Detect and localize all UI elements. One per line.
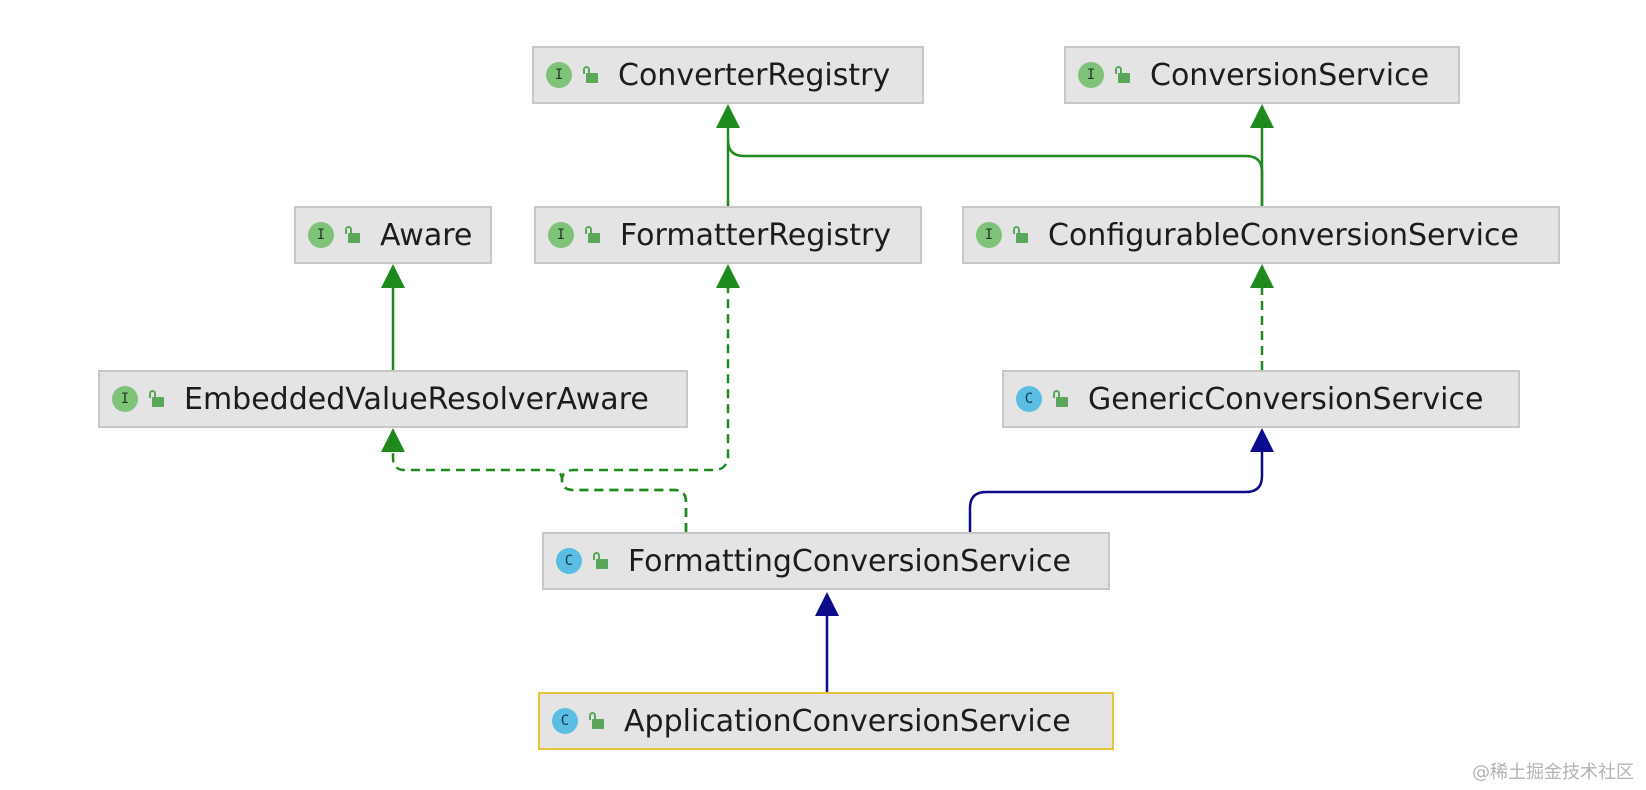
node-converterregistry[interactable]: I ConverterRegistry — [532, 46, 924, 104]
node-configurableconversionservice[interactable]: I ConfigurableConversionService — [962, 206, 1560, 264]
node-embeddedvalueresolveraware[interactable]: I EmbeddedValueResolverAware — [98, 370, 688, 428]
open-lock-icon — [344, 226, 360, 244]
node-conversionservice[interactable]: I ConversionService — [1064, 46, 1460, 104]
open-lock-icon — [1114, 66, 1130, 84]
arrowhead-conversionservice — [1250, 104, 1274, 128]
interface-icon: I — [548, 222, 574, 248]
open-lock-icon — [592, 552, 608, 570]
open-lock-icon — [1012, 226, 1028, 244]
node-applicationconversionservice[interactable]: C ApplicationConversionService — [538, 692, 1114, 750]
open-lock-icon — [148, 390, 164, 408]
node-formatterregistry[interactable]: I FormatterRegistry — [534, 206, 922, 264]
interface-icon: I — [112, 386, 138, 412]
arrowhead-formatting — [815, 592, 839, 616]
arrowhead-generic — [1250, 428, 1274, 452]
arrowhead-configurable — [1250, 264, 1274, 288]
interface-icon: I — [308, 222, 334, 248]
open-lock-icon — [588, 712, 604, 730]
node-label: Aware — [380, 217, 473, 253]
node-aware[interactable]: I Aware — [294, 206, 492, 264]
watermark: @稀土掘金技术社区 — [1472, 762, 1634, 783]
arrowhead-embeddedvalueresolveraware — [381, 428, 405, 452]
class-icon: C — [556, 548, 582, 574]
open-lock-icon — [584, 226, 600, 244]
node-label: ConversionService — [1150, 57, 1430, 93]
interface-icon: I — [1078, 62, 1104, 88]
node-label: GenericConversionService — [1088, 381, 1484, 417]
node-formattingconversionservice[interactable]: C FormattingConversionService — [542, 532, 1110, 590]
arrowhead-converterregistry — [716, 104, 740, 128]
node-label: ConfigurableConversionService — [1048, 217, 1519, 253]
class-icon: C — [1016, 386, 1042, 412]
node-label: ApplicationConversionService — [624, 703, 1071, 739]
node-label: ConverterRegistry — [618, 57, 891, 93]
node-label: EmbeddedValueResolverAware — [184, 381, 649, 417]
interface-icon: I — [976, 222, 1002, 248]
edge-formatting-to-embeddedvalueresolveraware — [391, 450, 688, 532]
node-label: FormatterRegistry — [620, 217, 892, 253]
node-label: FormattingConversionService — [628, 543, 1071, 579]
node-genericconversionservice[interactable]: C GenericConversionService — [1002, 370, 1520, 428]
arrowhead-aware — [381, 264, 405, 288]
class-icon: C — [552, 708, 578, 734]
open-lock-icon — [1052, 390, 1068, 408]
edge-configurable-to-converterregistry — [726, 139, 1264, 206]
edge-formatting-to-generic — [968, 450, 1264, 532]
arrowhead-formatterregistry — [716, 264, 740, 288]
open-lock-icon — [582, 66, 598, 84]
interface-icon: I — [546, 62, 572, 88]
